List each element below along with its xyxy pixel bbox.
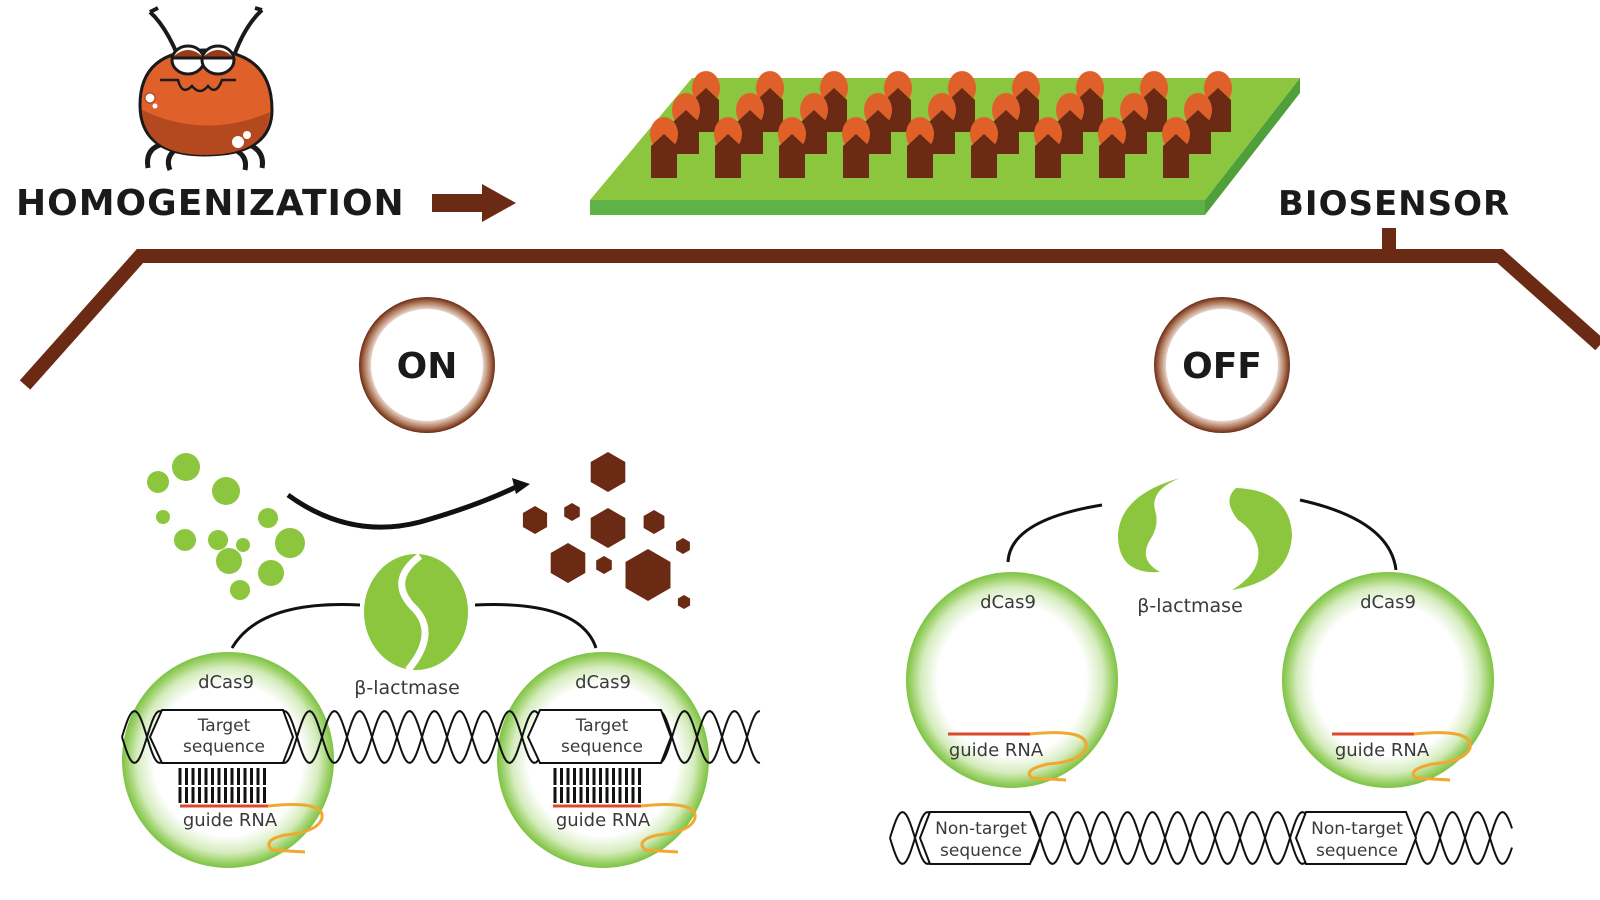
sequence-label: sequence xyxy=(183,737,265,757)
beta-lactamase-fragment-icon xyxy=(1118,478,1292,590)
probe-icon xyxy=(864,93,892,154)
dcas9-label: dCas9 xyxy=(198,672,254,693)
on-enzyme-label: β-lactmase xyxy=(354,677,460,699)
guide-rna-label: guide RNA xyxy=(556,810,651,831)
product-hexagon xyxy=(522,506,548,534)
mite-icon xyxy=(138,6,274,171)
probe-icon xyxy=(800,93,828,154)
probe-icon xyxy=(1140,71,1168,132)
on-panel: β-lactmase dCas9 dCas9 guide RNA guide R… xyxy=(121,452,761,868)
probe-icon xyxy=(1204,71,1232,132)
guide-rna-icon xyxy=(553,803,697,854)
probe-icon xyxy=(1012,71,1040,132)
guide-rna-icon xyxy=(948,731,1088,782)
probe-icon xyxy=(1184,93,1212,154)
product-hexagon xyxy=(596,556,612,574)
biosensor-label: BIOSENSOR xyxy=(1278,184,1510,224)
homogenization-label: HOMOGENIZATION xyxy=(16,183,405,224)
probe-icon xyxy=(992,93,1020,154)
product-hexagon xyxy=(550,543,586,583)
probe-icon xyxy=(1098,117,1126,178)
biosensor-chip xyxy=(590,71,1300,215)
process-arrow-icon xyxy=(432,184,516,222)
product-hexagon xyxy=(677,595,691,609)
probe-icon xyxy=(756,71,784,132)
non-target-label: Non-target xyxy=(935,819,1027,839)
probe-icon xyxy=(906,117,934,178)
guide-rna-label: guide RNA xyxy=(1335,740,1430,761)
probe-icon xyxy=(842,117,870,178)
product-molecules xyxy=(522,452,691,609)
branch-bracket xyxy=(19,228,1600,390)
sequence-label: sequence xyxy=(940,841,1022,861)
product-hexagon xyxy=(625,549,671,601)
product-hexagon xyxy=(564,503,580,521)
probe-icon xyxy=(1056,93,1084,154)
beta-lactamase-complex-icon xyxy=(364,553,468,673)
reaction-arrow-icon xyxy=(286,482,522,530)
non-target-sequence-box: Non-target sequence xyxy=(1294,811,1418,865)
product-hexagon xyxy=(590,508,626,548)
guide-rna-label: guide RNA xyxy=(183,810,278,831)
target-sequence-box: Target sequence xyxy=(148,709,295,764)
probe-icon xyxy=(736,93,764,154)
non-target-sequence-box: Non-target sequence xyxy=(918,811,1042,865)
on-state-badge: ON xyxy=(359,297,495,433)
guide-rna-label: guide RNA xyxy=(949,740,1044,761)
probe-icon xyxy=(928,93,956,154)
off-panel: β-lactmase dCas9 dCas9 guide RNA guide R… xyxy=(889,478,1513,865)
off-state-badge: OFF xyxy=(1154,297,1290,433)
sequence-label: sequence xyxy=(561,737,643,757)
probe-icon xyxy=(778,117,806,178)
dcas9-label: dCas9 xyxy=(1360,592,1416,613)
probe-icon xyxy=(1076,71,1104,132)
non-target-label: Non-target xyxy=(1311,819,1403,839)
probe-icon xyxy=(820,71,848,132)
probe-icon xyxy=(672,93,700,154)
product-hexagon xyxy=(643,510,665,534)
probe-icon xyxy=(970,117,998,178)
target-label: Target xyxy=(575,716,629,736)
guide-rna-icon xyxy=(180,803,324,854)
target-label: Target xyxy=(197,716,251,736)
base-pairing xyxy=(178,768,641,803)
sequence-label: sequence xyxy=(1316,841,1398,861)
probe-icon xyxy=(1120,93,1148,154)
dcas9-label: dCas9 xyxy=(575,672,631,693)
probe-icon xyxy=(692,71,720,132)
probe-icon xyxy=(1162,117,1190,178)
off-label: OFF xyxy=(1182,346,1262,387)
probe-icon xyxy=(650,117,678,178)
product-hexagon xyxy=(590,452,626,492)
probe-icon xyxy=(1034,117,1062,178)
on-label: ON xyxy=(397,346,458,387)
dcas9-label: dCas9 xyxy=(980,592,1036,613)
probe-icon xyxy=(714,117,742,178)
probe-icon xyxy=(948,71,976,132)
target-sequence-box: Target sequence xyxy=(526,709,673,764)
guide-rna-icon xyxy=(1332,731,1472,782)
substrate-molecules xyxy=(147,453,305,600)
product-hexagon xyxy=(676,538,690,554)
off-enzyme-label: β-lactmase xyxy=(1137,595,1243,617)
probe-icon xyxy=(884,71,912,132)
